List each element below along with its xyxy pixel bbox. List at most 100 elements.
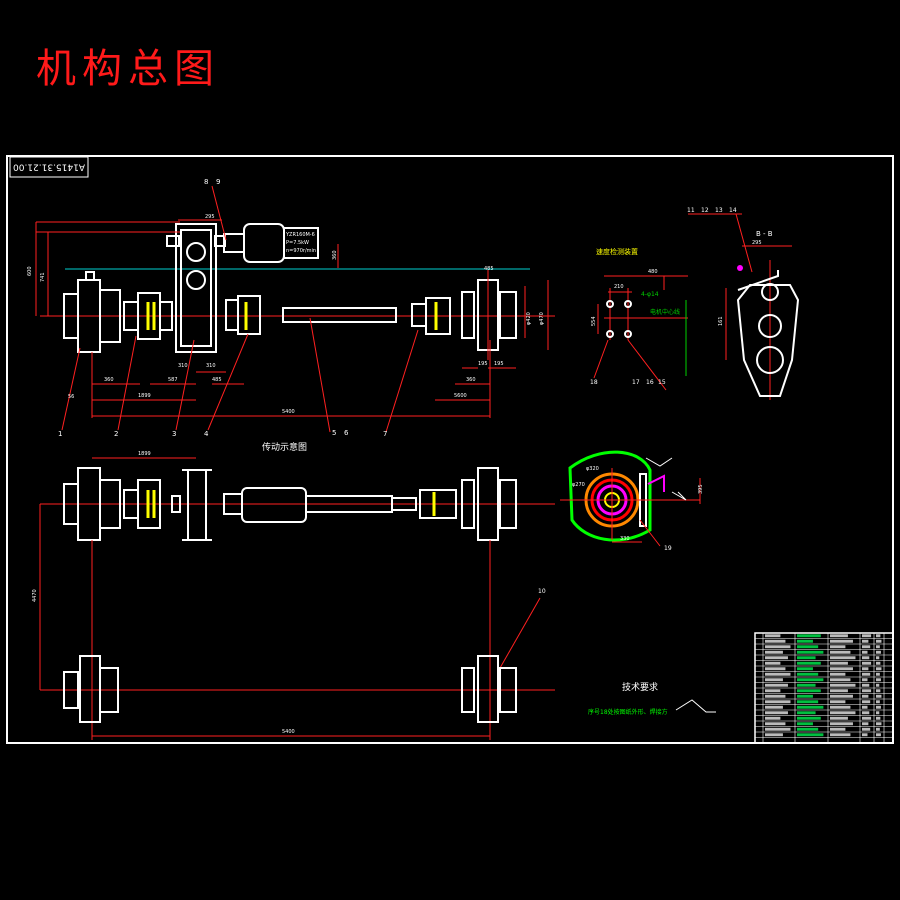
center-line-label: 电机中心线 <box>650 308 680 316</box>
parts-list-cell-mark <box>797 650 824 654</box>
parts-list-cell-mark <box>765 711 788 715</box>
parts-list-cell-mark <box>876 733 881 737</box>
parts-list-cell-mark <box>862 694 869 698</box>
parts-list-cell-mark <box>830 667 853 671</box>
parts-list-cell-mark <box>797 705 824 709</box>
dim-480: 480 <box>648 269 658 275</box>
speed-sensor-detail: 速度检测装置 电机中心线 4-φ14 480 210 554 15 16 17 … <box>590 247 688 391</box>
parts-list-cell-mark <box>876 639 882 643</box>
callout-7: 7 <box>383 430 387 438</box>
dim-470: φ470 <box>539 312 545 325</box>
motor-spec-line1: YZR160M-6 <box>285 232 315 238</box>
parts-list-cell-mark <box>862 727 871 731</box>
parts-list-cell-mark <box>765 705 783 709</box>
parts-list-cell-mark <box>797 656 816 660</box>
parts-list-cell-mark <box>862 722 869 726</box>
dim-195-b: 195 <box>494 361 504 367</box>
callout-10: 10 <box>538 588 546 595</box>
parts-list-cell-mark <box>830 711 856 715</box>
parts-list-cell-mark <box>797 639 813 643</box>
parts-list-cell-mark <box>765 733 783 737</box>
hole-label: 4-φ14 <box>641 291 659 298</box>
parts-list-cell-mark <box>797 634 821 638</box>
parts-list-cell-mark <box>876 700 880 704</box>
dim-320: φ320 <box>586 466 599 472</box>
left-wheel-assembly <box>63 271 121 353</box>
dim-295-top: 295 <box>205 214 215 220</box>
parts-list-cell-mark <box>830 672 846 676</box>
callout-11: 11 <box>687 207 695 214</box>
technical-requirements: 技术要求 序号18处按图纸外形、焊接方 <box>588 681 716 716</box>
dim-5600-lower: 5600 <box>454 393 467 399</box>
right-wheel-assembly <box>461 270 517 360</box>
parts-list-cell-mark <box>765 639 786 643</box>
parts-list-cell-mark <box>876 672 880 676</box>
parts-list-cell-mark <box>765 727 791 731</box>
parts-list-cell-mark <box>862 656 870 660</box>
dim-420: φ420 <box>526 312 532 325</box>
parts-list-cell-mark <box>862 733 868 737</box>
parts-list-cell-mark <box>830 733 851 737</box>
tech-req-heading: 技术要求 <box>622 681 658 693</box>
parts-list-cell-mark <box>876 678 881 682</box>
parts-list-cell-mark <box>765 650 783 654</box>
parts-list-cell-mark <box>862 650 868 654</box>
main-front-view: YZR160M-6 P=7.5kW n=970r/min <box>27 178 555 438</box>
callout-18: 18 <box>590 379 598 386</box>
parts-list-cell-mark <box>765 689 781 693</box>
parts-list-cell-mark <box>862 700 871 704</box>
section-bb-view: B - B 11 12 13 14 295 161 <box>687 207 800 400</box>
dim-270: φ270 <box>572 482 585 488</box>
parts-list-cell-mark <box>765 667 786 671</box>
callout-6: 6 <box>344 429 349 437</box>
sensor-caption: 速度检测装置 <box>596 247 638 256</box>
parts-list-cell-mark <box>830 634 848 638</box>
parts-list-cell-mark <box>830 678 851 682</box>
parts-list-cell-mark <box>765 678 783 682</box>
dim-587: 587 <box>168 377 178 383</box>
dim-210: 210 <box>614 284 624 290</box>
callout-17: 17 <box>632 379 640 386</box>
parts-list-cell-mark <box>862 639 869 643</box>
parts-list-cell-mark <box>830 694 853 698</box>
dim-741-left: 741 <box>40 272 46 282</box>
motor: YZR160M-6 P=7.5kW n=970r/min <box>223 223 319 263</box>
parts-list-cell-mark <box>876 683 880 687</box>
dim-1899-mid: 1899 <box>138 451 151 457</box>
coupling-mid <box>225 295 261 335</box>
callout-8: 8 <box>204 178 208 186</box>
parts-list-cell-mark <box>876 656 880 660</box>
dim-600-left: 600 <box>27 266 33 276</box>
parts-list-cell-mark <box>797 672 819 676</box>
coupling-right <box>411 297 451 335</box>
parts-list-cell-mark <box>862 678 868 682</box>
callout-16: 16 <box>646 379 654 386</box>
parts-list-cell-mark <box>876 722 882 726</box>
parts-list-cell-mark <box>765 694 786 698</box>
parts-list-cell-mark <box>876 705 881 709</box>
sheet-border <box>6 155 894 744</box>
dim-56: 56 <box>68 394 74 400</box>
title-block <box>754 632 894 744</box>
parts-list-cell-mark <box>797 700 819 704</box>
dim-485-a: 485 <box>212 377 222 383</box>
lower-plan-view: 4470 5400 10 <box>32 504 555 740</box>
dim-1899-left: 1899 <box>138 393 151 399</box>
parts-list-cell-mark <box>797 645 819 649</box>
parts-list-cell-mark <box>862 634 872 638</box>
drawing-number-box: A1415.31.21.00 <box>9 156 89 178</box>
dim-195-a: 195 <box>478 361 488 367</box>
callout-3: 3 <box>172 430 176 438</box>
dim-295-bb: 295 <box>752 240 762 246</box>
parts-list-cell-mark <box>830 683 856 687</box>
transmission-schematic-view: 传动示意图 1899 <box>40 441 555 541</box>
dim-360-right: 360 <box>332 250 338 260</box>
side-view-caption: 传动示意图 <box>262 441 307 453</box>
drive-shaft <box>282 307 397 323</box>
parts-list-cell-mark <box>876 689 881 693</box>
parts-list-cell-mark <box>830 650 851 654</box>
drawing-title: 机构总图 <box>36 46 220 92</box>
parts-list-cell-mark <box>862 672 871 676</box>
parts-list-cell-mark <box>830 645 846 649</box>
parts-list-cell-mark <box>797 722 813 726</box>
